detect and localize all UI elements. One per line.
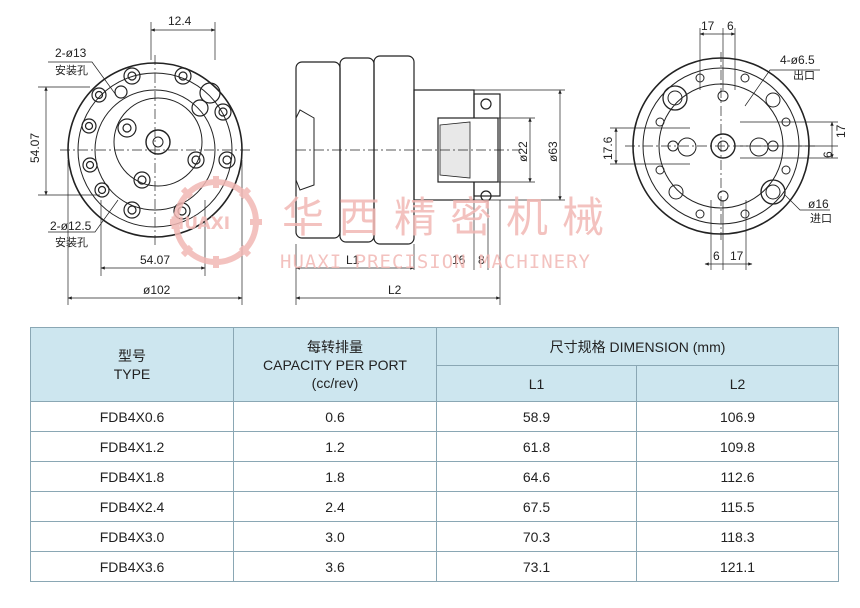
watermark-logo-text: HUAXI	[170, 214, 230, 234]
cell-type: FDB4X1.8	[30, 461, 234, 492]
cell-capacity: 0.6	[233, 401, 437, 432]
front-top-dim: 12.4	[168, 14, 192, 28]
header-l1: L1	[436, 365, 637, 402]
hole-label-2-cn: 安装孔	[55, 235, 88, 249]
rear-right-dim-a: 17	[834, 124, 848, 138]
inlet-label: ø16	[808, 197, 829, 211]
technical-drawing: 12.4 2-ø13 安装孔 54.07 2-ø12.5 安装孔 54.07 ø…	[28, 14, 848, 305]
cell-l1: 64.6	[436, 461, 637, 492]
cell-l2: 115.5	[635, 491, 840, 522]
header-capacity-cn: 每转排量	[307, 338, 363, 355]
header-type-cn: 型号	[118, 347, 146, 364]
rear-view	[610, 28, 838, 270]
cell-capacity: 1.8	[233, 461, 437, 492]
cell-l2: 118.3	[635, 521, 840, 552]
rear-top-dim-b: 6	[727, 19, 734, 33]
cell-capacity: 3.6	[233, 551, 437, 582]
cell-l2: 112.6	[635, 461, 840, 492]
table-row: FDB4X3.6 3.6 73.1 121.1	[30, 551, 840, 582]
cell-type: FDB4X0.6	[30, 401, 234, 432]
cell-l2: 121.1	[635, 551, 840, 582]
spec-table: 型号 TYPE 每转排量 CAPACITY PER PORT (cc/rev) …	[30, 327, 840, 582]
side-dim-8: 8	[478, 253, 485, 267]
table-row: FDB4X3.0 3.0 70.3 118.3	[30, 521, 840, 552]
rear-right-dim-b: 6	[821, 151, 835, 158]
side-view	[295, 55, 565, 305]
cell-l2: 106.9	[635, 401, 840, 432]
cell-l1: 70.3	[436, 521, 637, 552]
table-row: FDB4X1.2 1.2 61.8 109.8	[30, 431, 840, 462]
front-bottom-dim: 54.07	[140, 253, 170, 267]
header-l2: L2	[635, 365, 840, 402]
header-type: 型号 TYPE	[30, 327, 234, 402]
header-capacity-unit: (cc/rev)	[311, 374, 359, 391]
header-dimension: 尺寸规格 DIMENSION (mm)	[435, 327, 840, 366]
table-row: FDB4X1.8 1.8 64.6 112.6	[30, 461, 840, 492]
rear-left-dim: 17.6	[601, 136, 615, 160]
cell-capacity: 1.2	[233, 431, 437, 462]
hole-label-1: 2-ø13	[55, 46, 87, 60]
cell-type: FDB4X2.4	[30, 491, 234, 522]
header-capacity: 每转排量 CAPACITY PER PORT (cc/rev)	[233, 327, 437, 402]
bolt-circle	[81, 67, 236, 220]
front-left-dim: 54.07	[28, 133, 42, 163]
side-l1: L1	[346, 253, 360, 267]
cell-l1: 67.5	[436, 491, 637, 522]
side-dia-22: ø22	[516, 141, 530, 162]
inlet-cn: 进口	[810, 212, 832, 225]
cell-type: FDB4X3.0	[30, 521, 234, 552]
cell-capacity: 3.0	[233, 521, 437, 552]
rear-bottom-dim-b: 17	[730, 249, 744, 263]
side-dim-16: 16	[452, 253, 466, 267]
watermark-logo-gear	[170, 176, 262, 268]
side-dia-63: ø63	[546, 141, 560, 162]
watermark-company-en: HUAXI PRECISION MACHINERY	[280, 251, 591, 273]
hole-label-1-cn: 安装孔	[55, 63, 88, 77]
cell-l1: 61.8	[436, 431, 637, 462]
header-type-en: TYPE	[113, 365, 151, 382]
header-capacity-en: CAPACITY PER PORT	[263, 356, 407, 373]
cell-capacity: 2.4	[233, 491, 437, 522]
cell-l1: 58.9	[436, 401, 637, 432]
hole-label-2: 2-ø12.5	[50, 219, 92, 233]
table-row: FDB4X2.4 2.4 67.5 115.5	[30, 491, 840, 522]
cell-l1: 73.1	[436, 551, 637, 582]
side-l2: L2	[388, 283, 402, 297]
cell-type: FDB4X1.2	[30, 431, 234, 462]
cell-type: FDB4X3.6	[30, 551, 234, 582]
watermark-company-cn: 华西精密机械	[282, 193, 618, 242]
front-diameter: ø102	[143, 283, 171, 297]
outlet-cn: 出口	[793, 68, 815, 82]
outlet-label: 4-ø6.5	[780, 53, 815, 67]
front-view	[38, 22, 250, 305]
rear-bottom-dim-a: 6	[713, 249, 720, 263]
cell-l2: 109.8	[635, 431, 840, 462]
rear-top-dim-a: 17	[701, 19, 715, 33]
table-row: FDB4X0.6 0.6 58.9 106.9	[30, 401, 840, 432]
watermark: HUAXI 华西精密机械 HUAXI PRECISION MACHINERY	[170, 176, 618, 273]
